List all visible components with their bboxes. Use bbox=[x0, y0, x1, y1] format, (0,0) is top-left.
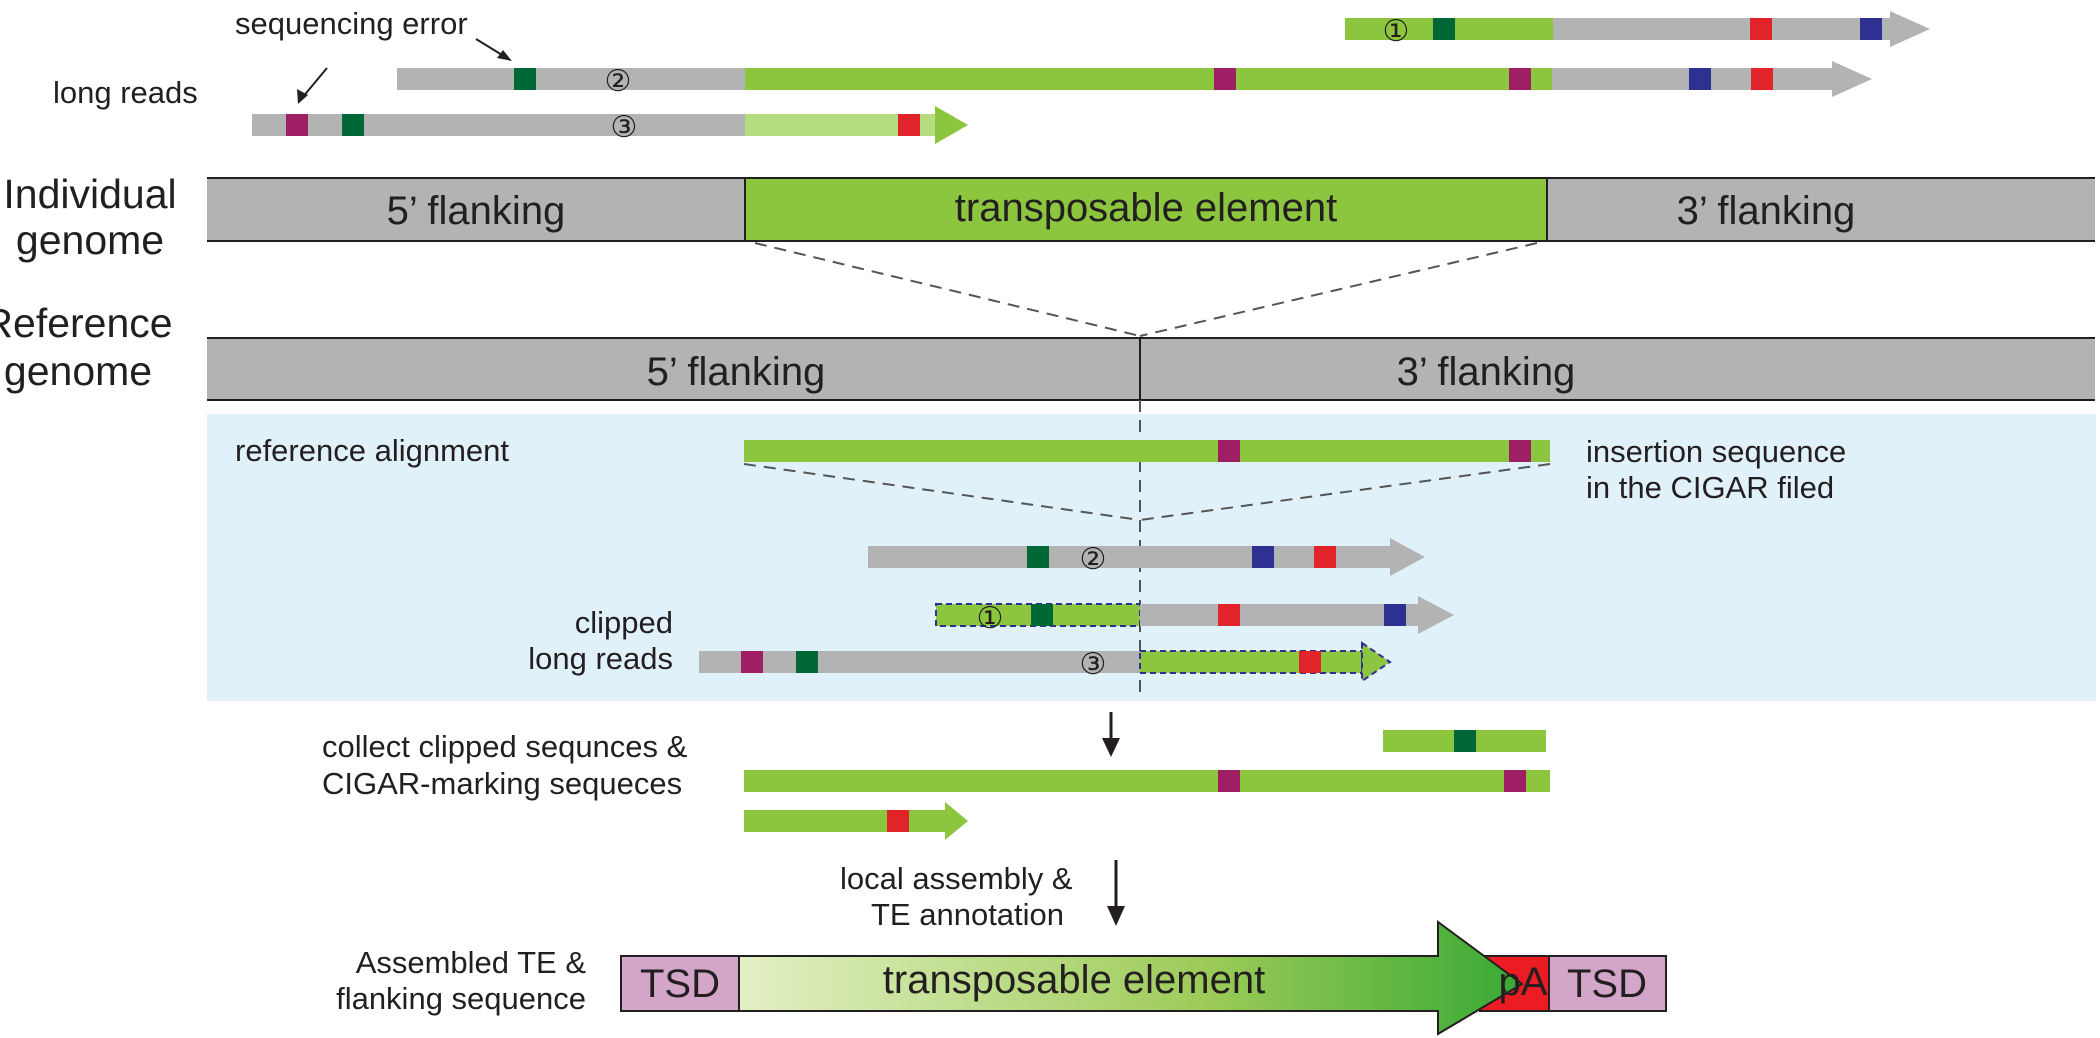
clipped-label-2: long reads bbox=[528, 641, 673, 676]
clipped-read-1-number: ① bbox=[977, 602, 1004, 635]
collect-label-2: CIGAR-marking sequeces bbox=[322, 766, 682, 801]
collect-label: collect clipped sequnces & bbox=[322, 729, 688, 764]
individual-te-label: transposable element bbox=[955, 186, 1337, 230]
reference-3-flanking: 3’ flanking bbox=[1397, 350, 1576, 394]
assembled-label: Assembled TE & bbox=[356, 945, 587, 980]
assembled-label-2: flanking sequence bbox=[336, 981, 586, 1016]
long-reads-label: long reads bbox=[53, 75, 198, 110]
down-arrow-icon bbox=[1107, 906, 1125, 926]
insertion-label: insertion sequence bbox=[1586, 434, 1846, 469]
long-read-3: ③ bbox=[252, 106, 968, 144]
individual-genome-label-2: genome bbox=[16, 217, 164, 263]
reference-5-flanking: 5’ flanking bbox=[647, 350, 826, 394]
read-3-number: ③ bbox=[611, 111, 638, 144]
pa-label: pA bbox=[1499, 960, 1548, 1004]
local-assembly-label: local assembly & bbox=[840, 861, 1073, 896]
clipped-label: clipped bbox=[575, 605, 673, 640]
clipped-read-3-number: ③ bbox=[1080, 648, 1107, 681]
reference-alignment-label: reference alignment bbox=[235, 433, 509, 468]
individual-genome-bar bbox=[207, 177, 2095, 242]
reference-genome-label-2: genome bbox=[4, 348, 152, 394]
clipped-read-2-number: ② bbox=[1080, 543, 1107, 576]
tsd-left: TSD bbox=[640, 962, 720, 1006]
collected-sequence-1 bbox=[1383, 730, 1546, 752]
tsd-right: TSD bbox=[1567, 962, 1647, 1006]
collected-sequence-2 bbox=[744, 770, 1550, 792]
clipped-read-1: ① bbox=[935, 596, 1454, 635]
clipped-read-2: ② bbox=[868, 538, 1425, 576]
clipped-read-3: ③ bbox=[699, 641, 1392, 683]
long-read-2: ② bbox=[397, 61, 1872, 98]
read-1-number: ① bbox=[1383, 15, 1410, 48]
individual-3-flanking: 3’ flanking bbox=[1677, 189, 1856, 233]
sequencing-error-label: sequencing error bbox=[235, 6, 468, 41]
arrow-head-icon bbox=[297, 89, 308, 104]
assembled-te-label: transposable element bbox=[883, 958, 1265, 1002]
insertion-sequence-bar bbox=[744, 440, 1550, 462]
local-assembly-label-2: TE annotation bbox=[871, 897, 1064, 932]
individual-genome-label: Individual bbox=[3, 171, 176, 217]
individual-5-flanking: 5’ flanking bbox=[387, 189, 566, 233]
assembled-te bbox=[620, 920, 1667, 1036]
collected-sequence-3 bbox=[744, 802, 968, 840]
long-read-1: ① bbox=[1345, 11, 1930, 48]
read-2-number: ② bbox=[605, 65, 632, 98]
reference-genome-bar bbox=[207, 337, 2095, 401]
insertion-label-2: in the CIGAR filed bbox=[1586, 470, 1834, 505]
down-arrow-icon bbox=[1102, 738, 1120, 757]
reference-genome-label: Reference bbox=[0, 300, 173, 346]
arrow-head-icon bbox=[497, 50, 512, 61]
